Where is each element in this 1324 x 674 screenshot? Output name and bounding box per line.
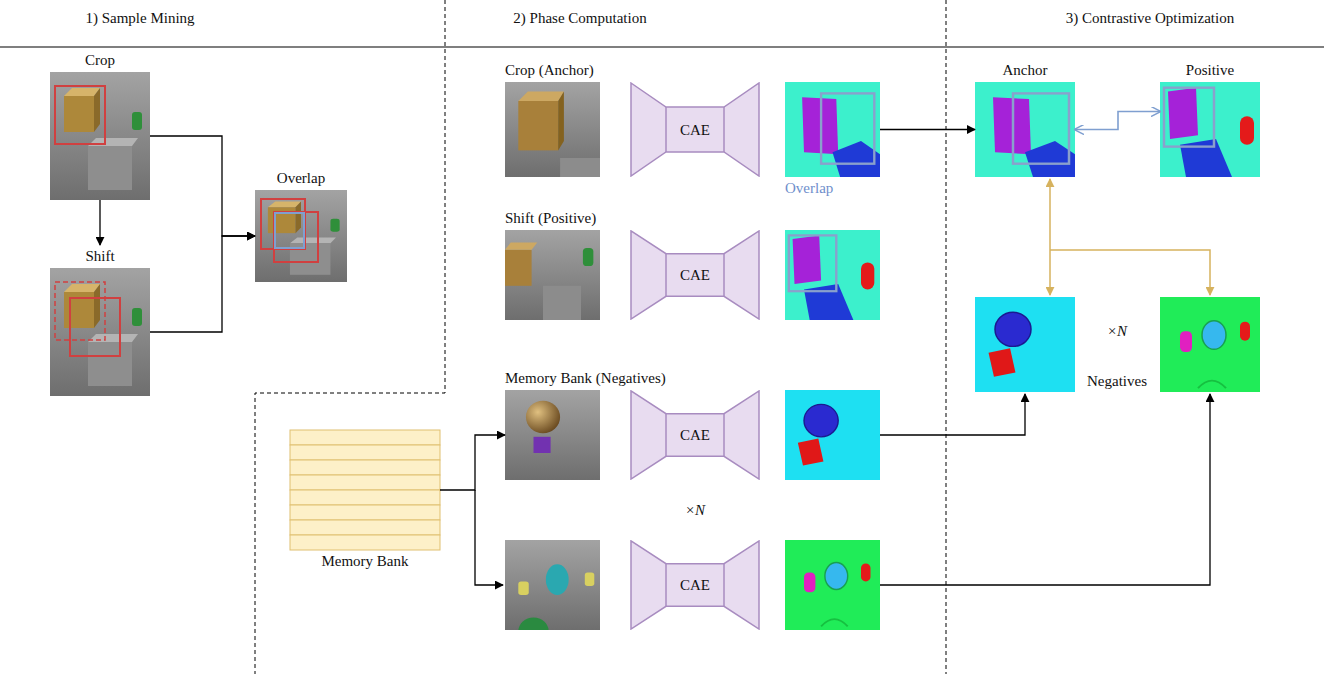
image-frame [50, 268, 150, 396]
image-frame [255, 190, 347, 282]
node-label: Shift (Positive) [505, 207, 600, 230]
connector [440, 435, 505, 490]
node-label: Anchor [975, 59, 1075, 82]
negative-arrow [880, 394, 1210, 585]
negative-phase [1160, 297, 1260, 392]
image-frame [505, 230, 600, 320]
node-label: CAE [680, 426, 710, 444]
crop-box [55, 86, 105, 144]
negative-photo [505, 540, 600, 646]
section-title: 2) Phase Computation [430, 9, 730, 27]
node-label: Memory Bank [290, 550, 440, 573]
image-panel: Shift [50, 245, 150, 396]
node-label: Positive [1160, 59, 1260, 82]
autoencoder-block: CAE [630, 390, 760, 480]
multiplier-label: ×N [545, 501, 845, 519]
autoencoder-divider [665, 564, 667, 607]
shift-box [274, 212, 318, 262]
connector [150, 236, 255, 332]
section-title: 1) Sample Mining [0, 9, 290, 27]
anchor-phase [975, 82, 1075, 177]
image-panel: Shift (Positive) [505, 207, 600, 320]
header-rule [0, 46, 1324, 47]
overlap-photo [255, 190, 347, 282]
contrast-arrow [1050, 250, 1210, 295]
node-label: CAE [680, 266, 710, 284]
phase-map [785, 82, 880, 177]
node-label: Memory Bank (Negatives) [505, 367, 666, 390]
anchor-photo [505, 82, 600, 177]
overlap-box [275, 213, 304, 248]
bank-arrow [475, 490, 503, 585]
autoencoder-divider [723, 107, 725, 152]
node-label: CAE [680, 576, 710, 594]
shift-photo [50, 268, 150, 396]
autoencoder-block: CAE [630, 82, 760, 177]
positive-phase [1160, 82, 1260, 177]
autoencoder-block: CAE [630, 540, 760, 630]
connector [99, 200, 100, 245]
node-label: Crop (Anchor) [505, 59, 600, 82]
node-label: Overlap [785, 177, 880, 200]
section-title: 3) Contrastive Optimization [1000, 9, 1300, 27]
crop-photo [50, 72, 150, 200]
connector [1075, 112, 1160, 130]
autoencoder-divider [665, 414, 667, 457]
autoencoder-divider [665, 107, 667, 152]
negative-arrow [880, 394, 1025, 435]
image-panel: Crop [50, 49, 150, 200]
node-label: Shift [50, 245, 150, 268]
node-label: Overlap [255, 167, 347, 190]
image-panel: Overlap [255, 167, 347, 282]
shift-box [70, 298, 120, 356]
phase-map [785, 540, 880, 630]
multiplier-label: ×N [967, 322, 1267, 340]
autoencoder-block: CAE [630, 230, 760, 320]
image-frame [290, 430, 440, 550]
autoencoder-divider [723, 564, 725, 607]
image-panel: Crop (Anchor) [505, 59, 600, 177]
contrast-arrow [1049, 179, 1051, 295]
image-frame [975, 82, 1075, 177]
group-label: Negatives [967, 372, 1267, 390]
negative-phase [975, 297, 1075, 392]
node-label: Crop [50, 49, 150, 72]
image-frame [1160, 82, 1260, 177]
image-frame [505, 390, 600, 480]
autoencoder-shape [631, 83, 759, 176]
phase-panel: Positive [1160, 59, 1260, 177]
connector [150, 136, 255, 236]
autoencoder-divider [723, 254, 725, 297]
negative-photo [505, 390, 600, 480]
section-divider [255, 0, 445, 674]
autoencoder-shape [631, 391, 759, 479]
autoencoder-shape [631, 541, 759, 629]
node-label: CAE [680, 121, 710, 139]
connector [880, 129, 975, 130]
phase-panel: Overlap [785, 82, 880, 200]
crop-box-dashed [55, 282, 105, 340]
image-frame [505, 82, 600, 177]
section-divider [946, 0, 947, 674]
image-frame [785, 82, 880, 177]
phase-map [785, 230, 880, 320]
autoencoder-shape [631, 231, 759, 319]
autoencoder-divider [665, 254, 667, 297]
memory-bank-stack [290, 430, 440, 550]
phase-map [785, 390, 880, 480]
positive-photo [505, 230, 600, 320]
phase-panel: Anchor [975, 59, 1075, 177]
autoencoder-divider [723, 414, 725, 457]
memory-bank: Memory Bank [290, 430, 440, 573]
image-frame [50, 72, 150, 200]
crop-box [261, 199, 305, 249]
